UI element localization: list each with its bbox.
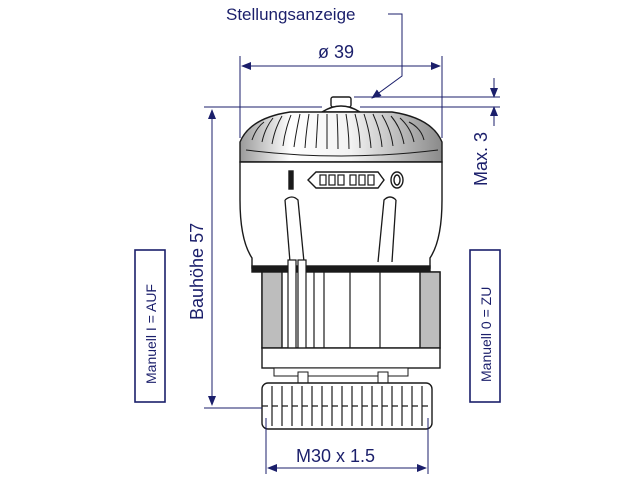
neck bbox=[261, 347, 441, 369]
nut-knurl bbox=[262, 386, 432, 426]
position-scale bbox=[307, 171, 385, 189]
manual-closed-label: Manuell 0 = ZU bbox=[478, 287, 494, 382]
housing-slots bbox=[284, 196, 397, 263]
ribbed-cap bbox=[239, 111, 443, 163]
collar-band bbox=[251, 265, 431, 273]
cap-ribs bbox=[245, 113, 439, 157]
diameter-label: ø 39 bbox=[318, 42, 354, 62]
position-indicator-leader bbox=[371, 13, 403, 99]
dimension-lines bbox=[204, 13, 500, 474]
manual-closed-box bbox=[469, 249, 501, 403]
thread-label: M30 x 1.5 bbox=[296, 446, 375, 466]
actuator-body bbox=[239, 96, 443, 430]
max-stroke-label: Max. 3 bbox=[471, 132, 491, 186]
indicator-bar bbox=[288, 170, 294, 190]
manual-open-label: Manuell I = AUF bbox=[143, 284, 159, 384]
height-label: Bauhöhe 57 bbox=[187, 223, 207, 320]
position-indicator-label: Stellungsanzeige bbox=[226, 5, 355, 24]
manual-open-box bbox=[134, 249, 166, 403]
